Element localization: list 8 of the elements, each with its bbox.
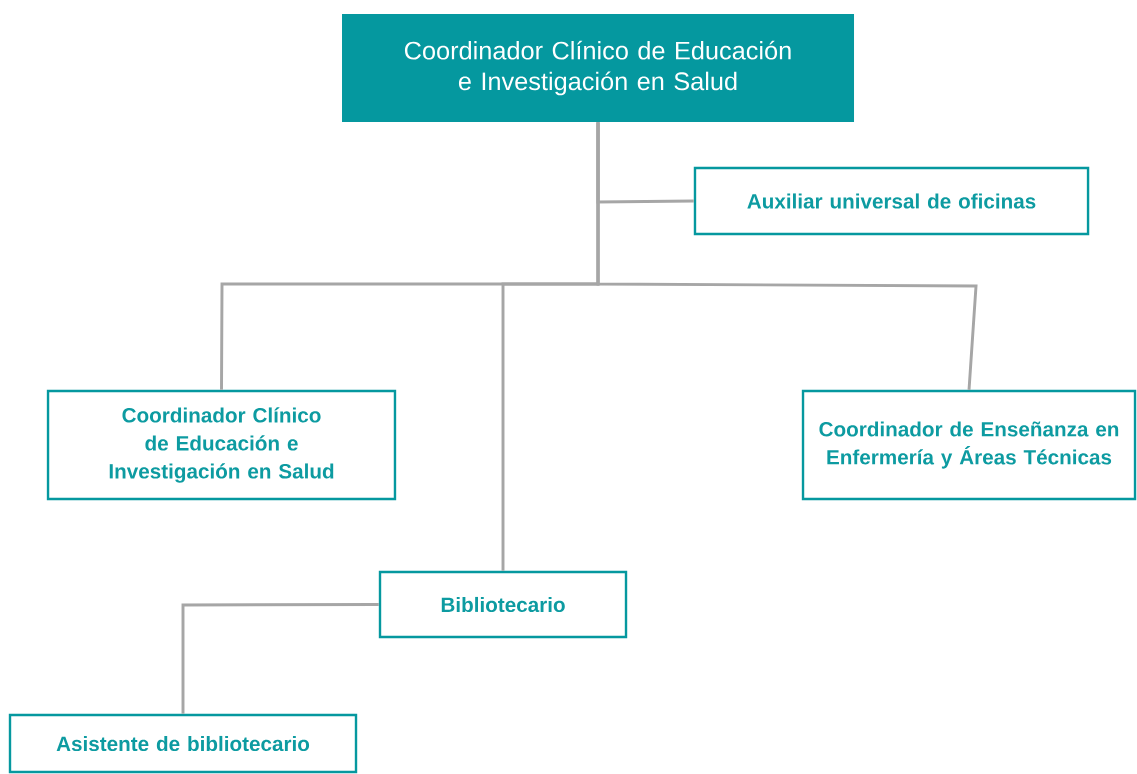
title-box: Coordinador Clínico de Educación e Investigación en Salud: [342, 14, 854, 122]
connector-line: [181, 603, 379, 714]
position-box: Bibliotecario: [378, 570, 628, 639]
position-box: Coordinador Clínico de Educación e Investigación en Salud: [46, 389, 397, 501]
position-box: Asistente de bibliotecario: [8, 713, 358, 774]
position-box: Auxiliar universal de oficinas: [693, 166, 1090, 236]
position-box: Coordinador de Enseñanza en Enfermería y Áreas Técnicas: [801, 389, 1137, 501]
connector-line: [596, 122, 978, 390]
